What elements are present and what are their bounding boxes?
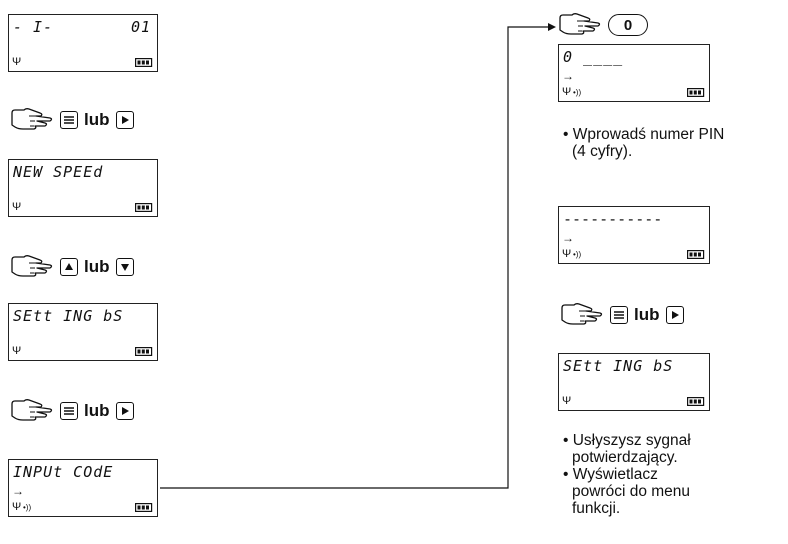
note-line: potwierdzający. xyxy=(572,449,678,466)
menu-key-icon xyxy=(610,306,628,324)
step-press-zero: 0 xyxy=(558,12,648,38)
play-key-icon xyxy=(115,111,134,129)
note-line: funkcji. xyxy=(572,500,621,517)
hand-pointing-icon xyxy=(560,302,604,328)
antenna-icon: Ψ xyxy=(562,395,572,407)
display-text: ----------- xyxy=(563,210,663,228)
lub-label: lub xyxy=(84,401,110,420)
note-line: • Wprowadś numer PIN xyxy=(563,126,725,143)
menu-key-icon xyxy=(60,111,78,129)
signal-icon: •)) xyxy=(573,88,582,97)
note-confirmation: • Usłyszysz sygnał potwierdzający. • Wyś… xyxy=(563,432,691,517)
antenna-icon: Ψ xyxy=(562,248,572,260)
battery-icon xyxy=(135,203,153,212)
lub-label: lub xyxy=(84,110,110,129)
hand-pointing-icon xyxy=(558,12,602,38)
lcd-display-1: - I- 01 Ψ xyxy=(8,14,158,72)
note-line: (4 cyfry). xyxy=(572,143,633,160)
zero-key: 0 xyxy=(608,14,648,36)
antenna-icon: Ψ xyxy=(12,56,22,68)
antenna-icon: Ψ xyxy=(12,501,22,513)
battery-icon xyxy=(687,250,705,259)
up-key-icon xyxy=(60,258,78,276)
antenna-icon: Ψ xyxy=(562,86,572,98)
display-text: SEtt ING bS xyxy=(563,357,674,375)
play-key-icon xyxy=(115,402,134,420)
down-key-icon xyxy=(115,258,134,276)
lub-label: lub xyxy=(634,305,660,324)
signal-icon: •)) xyxy=(23,503,32,512)
note-enter-pin: • Wprowadś numer PIN (4 cyfry). xyxy=(563,126,724,160)
note-line: • Usłyszysz sygnał xyxy=(563,432,691,449)
display-text: INPUt COdE xyxy=(13,463,114,481)
battery-icon xyxy=(687,397,705,406)
lcd-display-5: 0 ____ → Ψ •)) xyxy=(558,44,710,102)
display-number: 01 xyxy=(130,18,151,36)
lcd-display-7: SEtt ING bS Ψ xyxy=(558,353,710,411)
hand-pointing-icon xyxy=(10,398,54,424)
lcd-display-2: NEW SPEEd Ψ xyxy=(8,159,158,217)
antenna-icon: Ψ xyxy=(12,201,22,213)
display-text: NEW SPEEd xyxy=(13,163,104,181)
antenna-icon: Ψ xyxy=(12,345,22,357)
signal-icon: •)) xyxy=(573,250,582,259)
display-text: - I- xyxy=(13,18,54,36)
battery-icon xyxy=(687,88,705,97)
display-text: SEtt ING bS xyxy=(13,307,124,325)
note-line: • Wyświetlacz xyxy=(563,466,658,483)
play-key-icon xyxy=(665,306,684,324)
enter-arrow-icon: → xyxy=(12,484,24,498)
enter-arrow-icon: → xyxy=(562,231,574,245)
battery-icon xyxy=(135,347,153,356)
step-menu-or-play-2: lub xyxy=(10,398,134,424)
step-menu-or-play-3: lub xyxy=(560,302,684,328)
hand-pointing-icon xyxy=(10,107,54,133)
lub-label: lub xyxy=(84,257,110,276)
step-up-or-down: lub xyxy=(10,254,134,280)
battery-icon xyxy=(135,503,153,512)
lcd-display-3: SEtt ING bS Ψ xyxy=(8,303,158,361)
step-menu-or-play-1: lub xyxy=(10,107,134,133)
lcd-display-4: INPUt COdE → Ψ •)) xyxy=(8,459,158,517)
menu-key-icon xyxy=(60,402,78,420)
lcd-display-6: ----------- → Ψ •)) xyxy=(558,206,710,264)
display-text: 0 ____ xyxy=(563,48,624,66)
enter-arrow-icon: → xyxy=(562,69,574,83)
note-line: powróci do menu xyxy=(572,483,691,500)
battery-icon xyxy=(135,58,153,67)
hand-pointing-icon xyxy=(10,254,54,280)
